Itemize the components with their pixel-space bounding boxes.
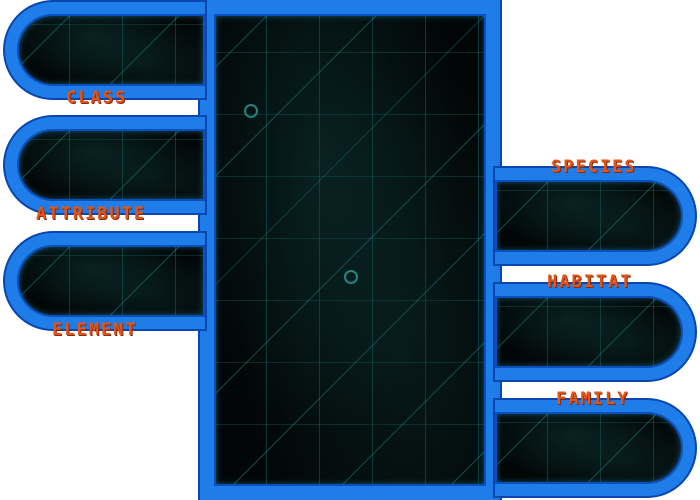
family-label[interactable]: FAMILY [556,389,630,409]
family-slot[interactable] [495,400,695,496]
habitat-label[interactable]: HABITAT [547,272,633,292]
attribute-slot[interactable] [5,117,205,213]
species-label[interactable]: SPECIES [551,157,637,177]
habitat-slot[interactable] [495,284,695,380]
attribute-label[interactable]: ATTRIBUTE [36,204,147,224]
species-slot[interactable] [495,168,695,264]
class-slot[interactable] [5,2,205,98]
circuit-node-decoration [244,104,258,118]
element-slot[interactable] [5,233,205,329]
main-display-panel [200,0,500,500]
circuit-node-decoration [344,270,358,284]
class-label[interactable]: CLASS [66,88,128,108]
element-label[interactable]: ELEMENT [52,320,138,340]
